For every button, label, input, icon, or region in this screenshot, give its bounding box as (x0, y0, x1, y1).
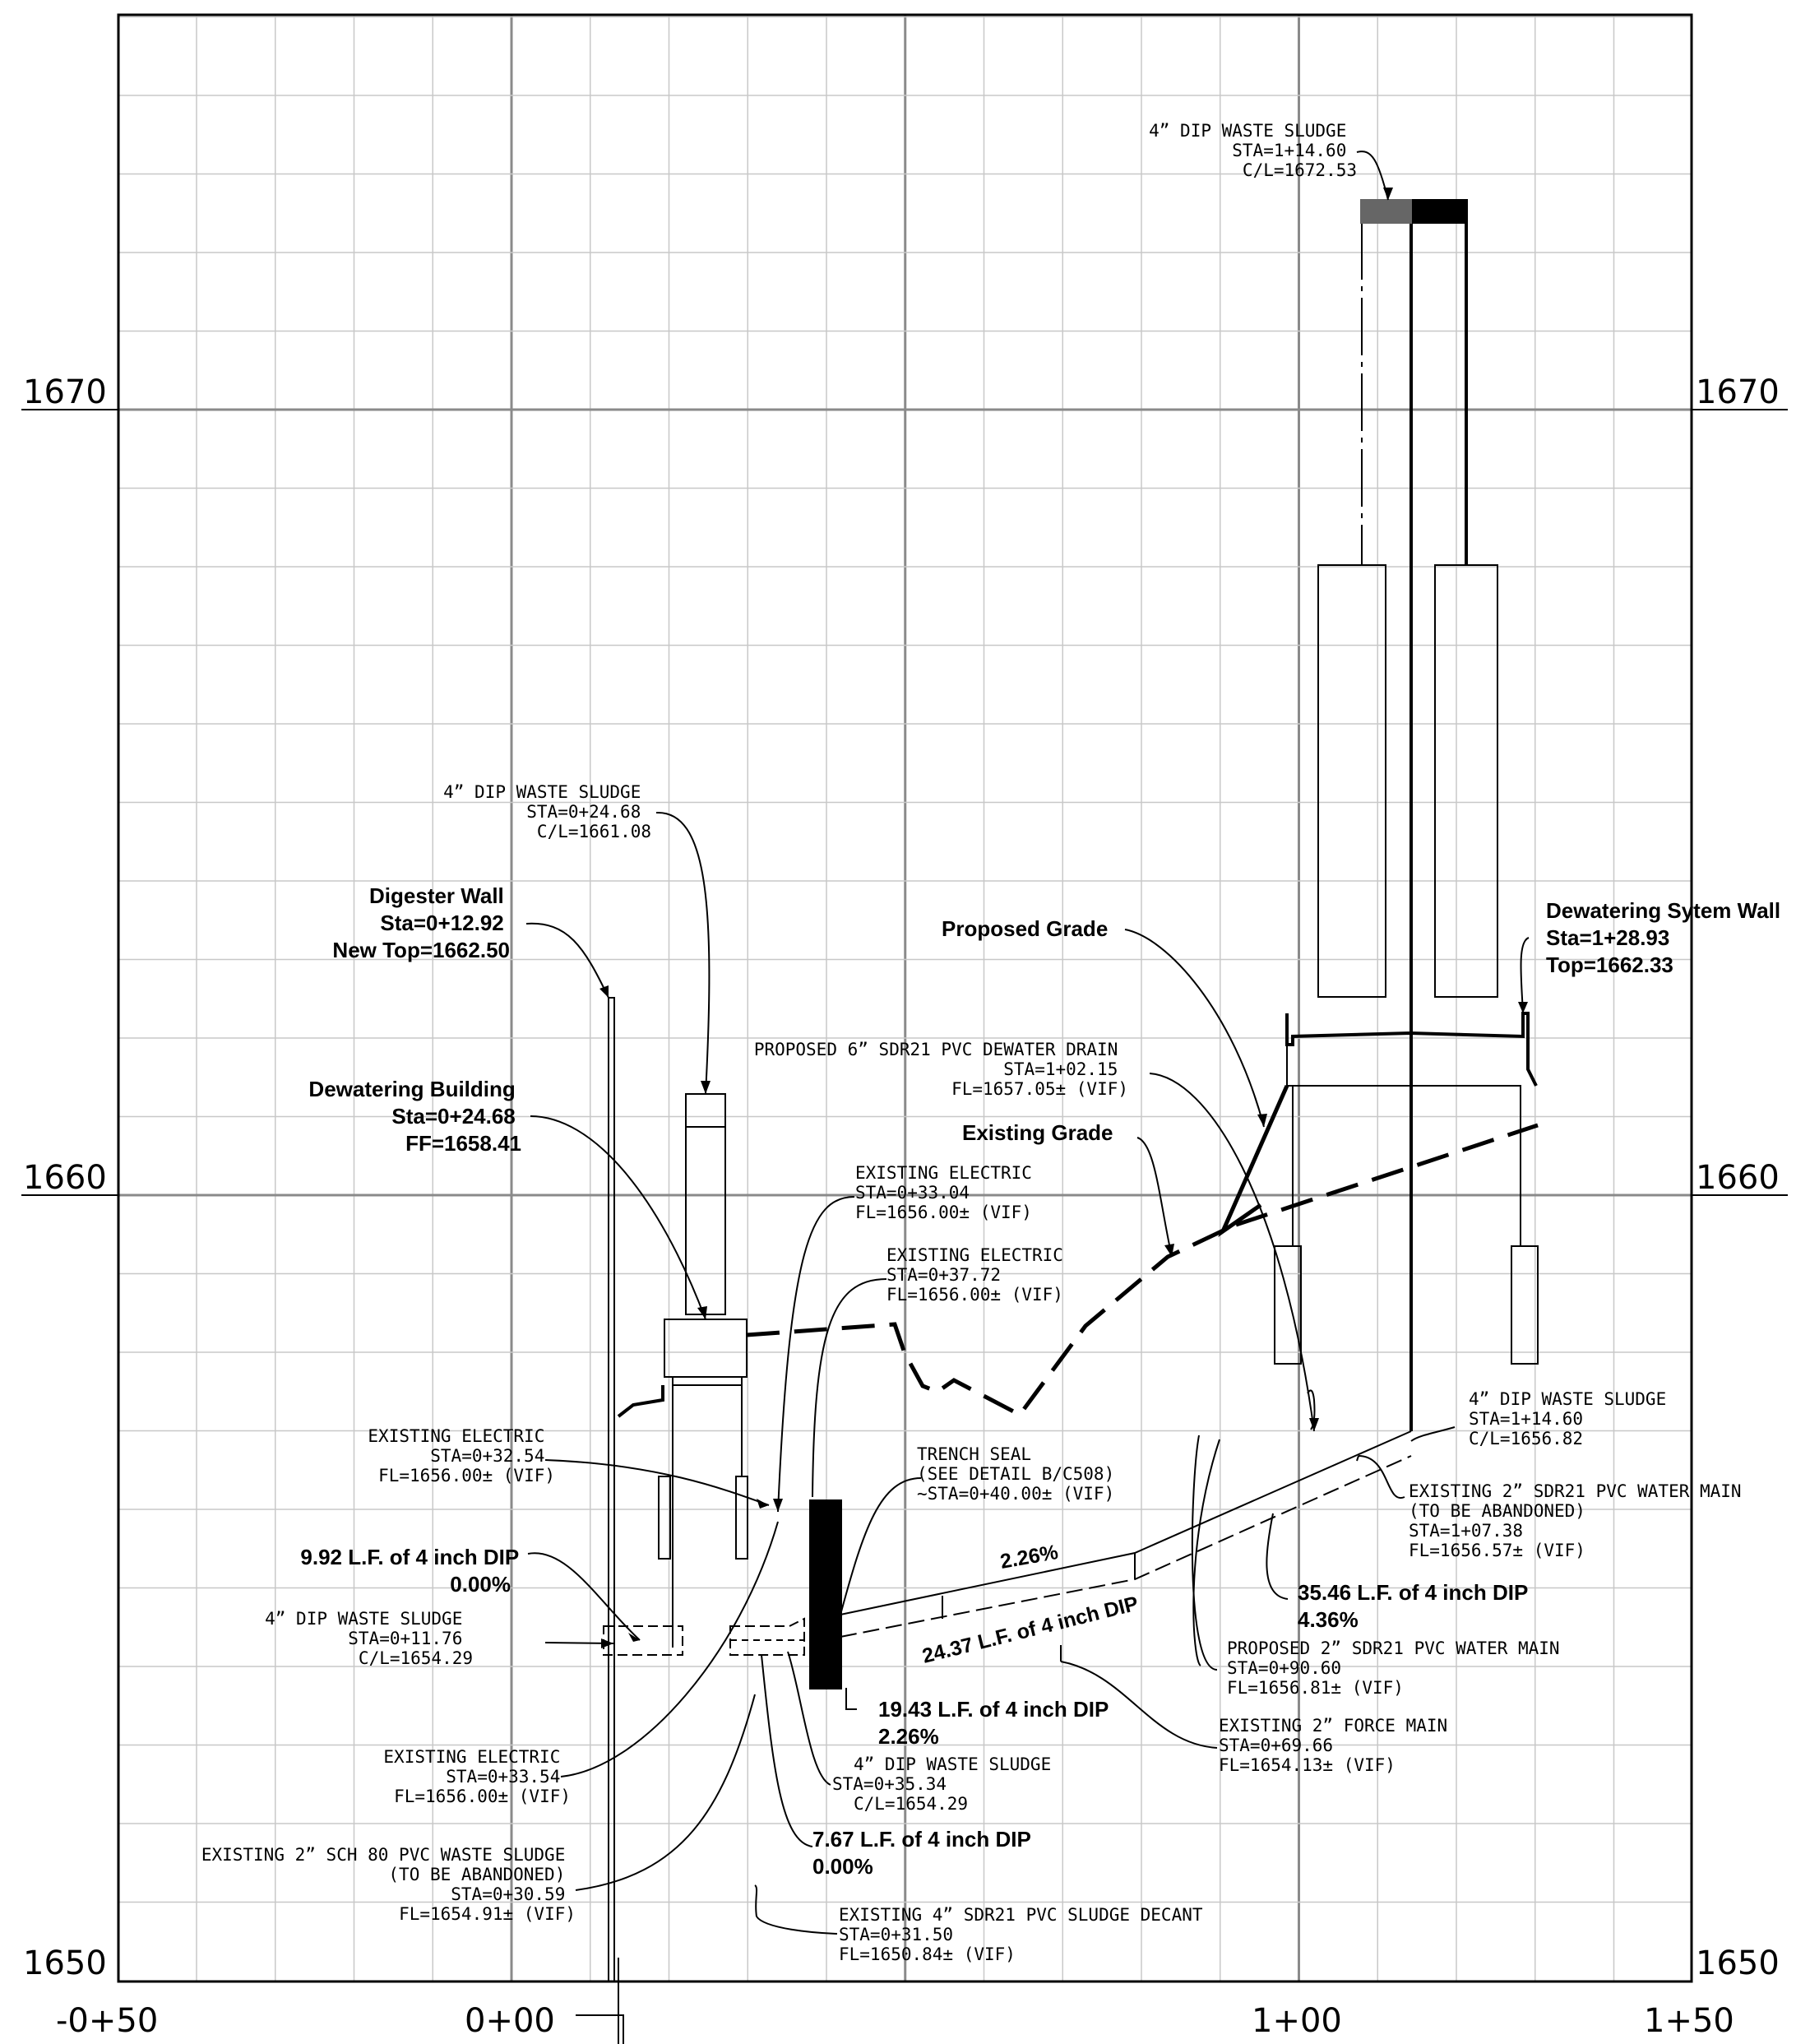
proposed-grade-line (1218, 1084, 1289, 1238)
elev-label-1670-right: 1670 (1696, 373, 1780, 411)
callout-pipe-767: 7.67 L.F. of 4 inch DIP 0.00% (812, 1827, 1037, 1879)
slope-label-2437: 24.37 L.F. of 4 inch DIP (920, 1592, 1141, 1667)
dewatering-system (1274, 199, 1539, 1431)
callout-digester-wall: Digester Wall Sta=0+12.92 New Top=1662.5… (332, 883, 510, 962)
slope-label-226: 2.26% (998, 1541, 1060, 1574)
callout-ws-mid: 4” DIP WASTE SLUDGE STA=0+24.68 C/L=1661… (443, 782, 651, 841)
callout-proposed-grade: Proposed Grade (942, 916, 1108, 941)
callout-electric-3772: EXISTING ELECTRIC STA=0+37.72 FL=1656.00… (886, 1245, 1074, 1305)
elevation-axis-left: 1670 1660 1650 (21, 373, 118, 1982)
station-label-150: 1+50 (1644, 2002, 1734, 2040)
drawing-frame (117, 13, 1693, 1983)
callout-water-main-proposed: PROPOSED 2” SDR21 PVC WATER MAIN STA=0+9… (1227, 1638, 1570, 1698)
grid (118, 15, 1692, 1981)
elev-label-1650-right: 1650 (1696, 1944, 1780, 1982)
callout-ws-3534: 4” DIP WASTE SLUDGE STA=0+35.34 C/L=1654… (832, 1754, 1062, 1814)
callout-ws-1460: 4” DIP WASTE SLUDGE STA=1+14.60 C/L=1656… (1469, 1389, 1677, 1448)
callout-existing-grade: Existing Grade (962, 1120, 1113, 1145)
callout-pipe-1943: 19.43 L.F. of 4 inch DIP 2.26% (878, 1697, 1114, 1749)
callout-dewatering-building: Dewatering Building Sta=0+24.68 FF=1658.… (308, 1077, 521, 1156)
elev-label-1660-right: 1660 (1696, 1159, 1780, 1197)
callouts: 4” DIP WASTE SLUDGE STA=1+14.60 C/L=1672… (201, 121, 1786, 1964)
callout-water-main-existing: EXISTING 2” SDR21 PVC WATER MAIN (TO BE … (1409, 1481, 1752, 1560)
elev-label-1660-left: 1660 (23, 1159, 107, 1197)
elev-label-1670-left: 1670 (23, 373, 107, 411)
station-axis: -0+50 0+00 1+00 1+50 (56, 2002, 1734, 2044)
station-label-100: 1+00 (1252, 2002, 1342, 2040)
callout-dewatering-wall: Dewatering Sytem Wall Sta=1+28.93 Top=16… (1546, 898, 1786, 977)
digester-wall (608, 997, 619, 2044)
callout-pipe-992: 9.92 L.F. of 4 inch DIP 0.00% (300, 1545, 525, 1597)
callout-force-main: EXISTING 2” FORCE MAIN STA=0+69.66 FL=16… (1219, 1716, 1458, 1775)
station-label-000: 0+00 (465, 2002, 555, 2040)
callout-trench-seal: TRENCH SEAL (SEE DETAIL B/C508) ~STA=0+4… (917, 1444, 1125, 1504)
arrowheads (599, 188, 1528, 1648)
callout-ws-1176: 4” DIP WASTE SLUDGE STA=0+11.76 C/L=1654… (265, 1609, 473, 1668)
callout-electric-3254: EXISTING ELECTRIC STA=0+32.54 FL=1656.00… (368, 1426, 555, 1485)
callout-electric-3354: EXISTING ELECTRIC STA=0+33.54 FL=1656.00… (383, 1747, 571, 1806)
callout-decant: EXISTING 4” SDR21 PVC SLUDGE DECANT STA=… (839, 1905, 1213, 1964)
callout-pipe-3546: 35.46 L.F. of 4 inch DIP 4.36% (1298, 1580, 1534, 1632)
pipes (603, 1389, 1412, 1689)
callout-ws-top: 4” DIP WASTE SLUDGE STA=1+14.60 C/L=1672… (1149, 121, 1357, 180)
callout-dewater-drain: PROPOSED 6” SDR21 PVC DEWATER DRAIN STA=… (754, 1040, 1128, 1099)
elev-label-1650-left: 1650 (23, 1944, 107, 1982)
elevation-axis-right: 1670 1660 1650 (1692, 373, 1788, 1982)
dewatering-building (617, 1093, 748, 1648)
callout-sch80: EXISTING 2” SCH 80 PVC WASTE SLUDGE (TO … (201, 1845, 576, 1924)
leader-lines (525, 151, 1530, 1935)
existing-grade-line (746, 1123, 1539, 1418)
callout-electric-3304: EXISTING ELECTRIC STA=0+33.04 FL=1656.00… (855, 1163, 1043, 1222)
station-label-m050: -0+50 (56, 2002, 158, 2040)
linework (525, 151, 1539, 2044)
